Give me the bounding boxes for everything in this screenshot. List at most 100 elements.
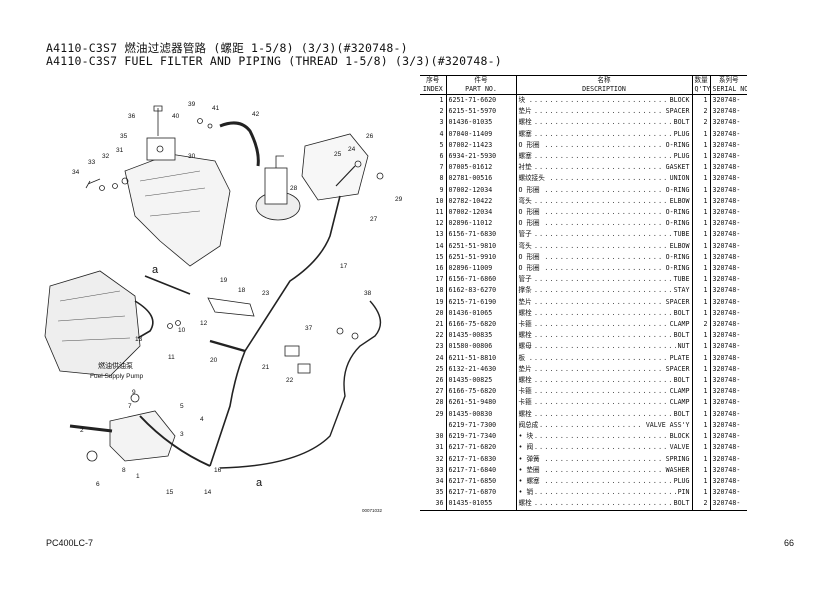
row-description-en: PLUG [671, 151, 690, 163]
row-part-number: 6251-51-9810 [445, 240, 516, 252]
model-number: PC400LC-7 [46, 538, 94, 548]
row-part-number: 6211-51-8810 [445, 352, 516, 364]
row-description-cn: 卡箍 [518, 398, 534, 407]
row-description-en: BOLT [671, 117, 690, 129]
row-qty: 1 [691, 139, 710, 152]
row-qty: 1 [691, 475, 710, 488]
row-index: 10 [435, 196, 444, 205]
page-title-en: A4110-C3S7 FUEL FILTER AND PIPING (THREA… [46, 54, 502, 68]
row-serial: 320748- [709, 274, 747, 286]
page-title-cn: A4110-C3S7 燃油过滤器管路 (螺距 1-5/8) (3/3)(#320… [46, 41, 408, 55]
row-index: 35 [435, 488, 444, 497]
row-description: ........................................… [515, 274, 692, 286]
callout-38: 38 [364, 290, 372, 297]
row-index: 36 [420, 498, 446, 511]
callout-18: 18 [238, 287, 246, 294]
row-description-cn: 板 [518, 353, 528, 362]
row-serial: 320748- [709, 139, 747, 152]
row-description-cn: 螺塞 [518, 152, 534, 161]
callout-13: 13 [135, 336, 143, 343]
row-qty: 2 [691, 319, 710, 331]
callout-42: 42 [252, 111, 260, 118]
row-description-cn: 螺纹接头 [518, 174, 547, 183]
row-qty: 1 [691, 431, 710, 443]
row-part-number: 6166-75-6820 [445, 319, 516, 331]
callout-5: 5 [180, 403, 184, 410]
row-description-en: O-RING [663, 218, 690, 230]
row-description: ........................................… [515, 296, 692, 308]
row-serial: 320748- [709, 419, 747, 432]
row-part-number: 6156-71-6830 [445, 229, 516, 241]
row-description-cn: 螺栓 [518, 331, 534, 340]
row-description: ........................................… [515, 453, 692, 465]
row-description-en: STAY [671, 285, 690, 297]
row-qty: 1 [691, 274, 710, 286]
callout-3: 3 [180, 431, 184, 438]
row-serial: 320748- [709, 117, 747, 129]
row-description-cn: O 形圈 [518, 219, 542, 228]
row-description: ........................................… [515, 128, 692, 140]
row-qty: 1 [691, 229, 710, 241]
row-qty: 1 [691, 94, 710, 107]
row-description: ........................................… [515, 151, 692, 163]
row-description: ........................................… [515, 285, 692, 297]
row-description-cn: 衬垫 [518, 163, 534, 172]
callout-37: 37 [305, 325, 313, 332]
row-description-cn: 螺栓 [518, 376, 534, 385]
row-qty: 1 [691, 240, 710, 252]
row-part-number: 6217-71-6820 [445, 442, 516, 454]
row-description-cn: • 块 [518, 432, 536, 441]
pump-label-cn: 燃油供油泵 [98, 361, 133, 370]
row-part-number: 01435-00825 [445, 375, 516, 387]
row-index: 20 [435, 308, 444, 317]
row-description-en: UNION [667, 173, 690, 185]
row-description: ........................................… [515, 139, 692, 152]
row-serial: 320748- [709, 431, 747, 443]
row-description-cn: 卡箍 [518, 320, 534, 329]
row-qty: 1 [691, 251, 710, 264]
header-serial-cn: 系列号 [709, 75, 747, 85]
row-description-cn: 阀总成 [518, 420, 541, 429]
row-description-en: WASHER [663, 464, 690, 476]
row-description-en: SPACER [663, 363, 690, 376]
row-description-en: VALVE ASS'Y [643, 419, 690, 432]
row-description-en: O-RING [663, 207, 690, 219]
row-description: ........................................… [515, 162, 692, 174]
row-serial: 320748- [709, 296, 747, 308]
row-description-cn: 管子 [518, 275, 534, 284]
callout-26: 26 [366, 133, 374, 140]
row-description-en: ELBOW [667, 240, 690, 252]
row-index: 27 [435, 387, 444, 396]
row-qty: 1 [691, 207, 710, 219]
row-qty: 1 [691, 173, 710, 185]
row-part-number: 6219-71-7300 [445, 419, 516, 432]
row-description-en: O-RING [663, 263, 690, 275]
row-description-en: BOLT [671, 498, 690, 510]
row-index: 28 [435, 398, 444, 407]
row-serial: 320748- [709, 386, 747, 398]
row-qty: 1 [691, 464, 710, 476]
row-qty: 1 [691, 375, 710, 387]
row-qty: 1 [691, 352, 710, 364]
row-description-en: CLAMP [667, 397, 690, 409]
row-description-cn: O 形圈 [518, 264, 542, 273]
row-description: ........................................… [515, 251, 692, 264]
header-qty-cn: 数量 [691, 75, 710, 85]
row-description-cn: 卡箍 [518, 387, 534, 396]
row-serial: 320748- [709, 487, 747, 499]
row-index: 7 [439, 163, 444, 172]
callout-31: 31 [116, 147, 124, 154]
row-index: 5 [439, 140, 444, 149]
page-number: 66 [784, 538, 795, 548]
row-part-number: 01435-00835 [445, 330, 516, 342]
row-serial: 320748- [709, 218, 747, 230]
row-serial: 320748- [709, 151, 747, 163]
